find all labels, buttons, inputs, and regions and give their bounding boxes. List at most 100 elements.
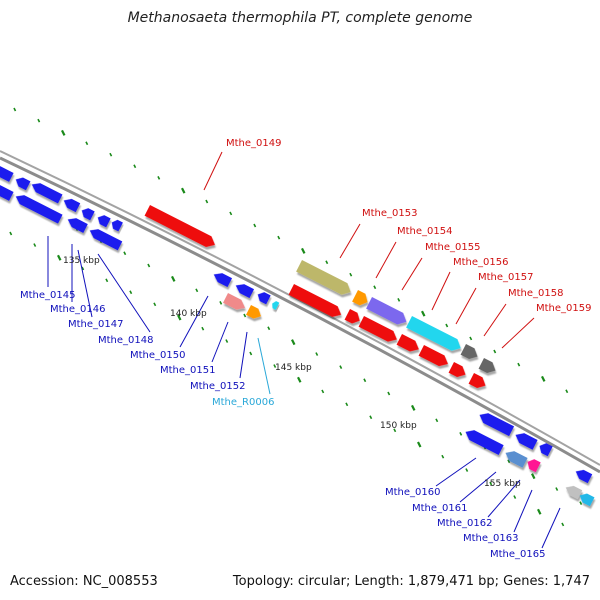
label-leader-line — [339, 223, 361, 259]
gene-arrow — [223, 293, 246, 310]
gene-label-layer: Mthe_0145Mthe_0146Mthe_0147Mthe_0148Mthe… — [20, 138, 592, 560]
tick-mark — [387, 391, 391, 396]
gene-arrow — [358, 316, 397, 342]
gene-arrow — [15, 177, 31, 191]
label-leader-line — [487, 479, 521, 518]
tick-mark — [435, 418, 439, 423]
gene-arrow — [0, 185, 14, 201]
tick-mark — [489, 481, 493, 486]
tick-mark — [219, 300, 223, 305]
gene-label: Mthe_0158 — [508, 288, 564, 299]
gene-arrow — [0, 166, 14, 182]
scale-label: 135 kbp — [63, 256, 100, 266]
gene-label: Mthe_0157 — [478, 272, 534, 283]
gene-label: Mthe_0163 — [463, 533, 519, 544]
label-leader-line — [459, 471, 497, 503]
accession-text: Accession: NC_008553 — [10, 574, 158, 589]
tick-mark — [123, 251, 127, 256]
label-leader-line — [375, 241, 397, 279]
gene-arrow — [352, 290, 368, 306]
gene-arrow — [479, 413, 515, 437]
label-leader-line — [179, 295, 209, 348]
gene-arrow — [81, 208, 95, 221]
tick-mark — [81, 266, 85, 271]
tick-mark — [181, 187, 186, 194]
gene-arrow — [31, 183, 63, 204]
label-leader-line — [431, 271, 451, 311]
tick-mark — [9, 231, 13, 236]
tick-mark — [315, 352, 319, 356]
scale-label: 150 kbp — [380, 421, 417, 431]
label-leader-line — [501, 317, 535, 349]
tick-mark — [243, 313, 247, 318]
tick-mark — [157, 176, 161, 180]
tick-mark — [493, 349, 497, 354]
gene-arrow — [213, 273, 233, 288]
gene-label: Mthe_0165 — [490, 549, 546, 560]
gene-label: Mthe_0149 — [226, 138, 282, 149]
gene-arrow — [406, 316, 461, 351]
backbone-line-outer — [0, 156, 600, 474]
gene-arrow — [246, 305, 261, 319]
gene-arrow — [579, 493, 595, 507]
gene-label: Mthe_0154 — [397, 226, 453, 237]
gene-label: Mthe_0147 — [68, 319, 124, 330]
tick-mark — [61, 129, 66, 136]
map-title: Methanosaeta thermophila PT, complete ge… — [127, 10, 473, 26]
gene-layer — [0, 166, 595, 507]
gene-arrow — [235, 284, 255, 299]
tick-mark — [465, 468, 469, 472]
gene-arrow — [478, 358, 496, 374]
tick-mark — [253, 223, 257, 228]
label-line-layer — [47, 151, 561, 549]
tick-mark — [153, 302, 157, 307]
gene-arrow — [396, 334, 419, 352]
gene-arrow — [527, 459, 541, 473]
gene-arrow — [344, 309, 360, 324]
tick-mark — [565, 389, 569, 394]
tick-mark — [171, 275, 176, 282]
label-leader-line — [401, 257, 423, 291]
tick-mark — [369, 415, 373, 420]
tick-mark — [561, 522, 565, 527]
tick-mark — [85, 141, 89, 146]
gene-label: Mthe_0153 — [362, 208, 418, 219]
gene-label: Mthe_0159 — [536, 303, 592, 314]
tick-mark — [397, 298, 401, 302]
tick-mark — [177, 314, 182, 321]
tick-mark — [349, 272, 353, 277]
tick-mark — [541, 375, 546, 382]
tick-mark — [579, 501, 583, 505]
tick-mark — [537, 508, 542, 515]
gene-arrow — [539, 443, 553, 457]
gene-arrow — [468, 373, 486, 389]
gene-arrow — [505, 451, 528, 468]
label-leader-line — [97, 253, 151, 333]
label-leader-line — [239, 331, 248, 379]
tick-mark — [441, 454, 445, 459]
gene-label: Mthe_0148 — [98, 335, 154, 346]
tick-mark — [229, 211, 233, 216]
gene-label: Mthe_0145 — [20, 290, 76, 301]
scale-label: 140 kbp — [170, 309, 207, 319]
tick-mark — [291, 339, 296, 346]
tick-mark — [147, 263, 151, 268]
tick-mark — [411, 404, 416, 411]
tick-mark — [57, 254, 62, 261]
tick-layer — [3, 107, 583, 527]
tick-mark — [301, 247, 306, 254]
gene-arrow — [465, 430, 504, 455]
tick-mark — [201, 326, 205, 331]
gene-arrow — [15, 195, 63, 224]
gene-arrow — [67, 218, 88, 233]
label-leader-line — [513, 489, 533, 533]
gene-label: Mthe_0146 — [50, 304, 106, 315]
gene-label: Mthe_0160 — [385, 487, 441, 498]
tick-mark — [105, 278, 109, 283]
label-leader-line — [483, 303, 507, 337]
tick-mark — [325, 260, 329, 265]
tick-mark — [13, 107, 17, 112]
tick-mark — [33, 243, 37, 247]
gene-label: Mthe_0155 — [425, 242, 481, 253]
label-leader-line — [203, 151, 223, 191]
